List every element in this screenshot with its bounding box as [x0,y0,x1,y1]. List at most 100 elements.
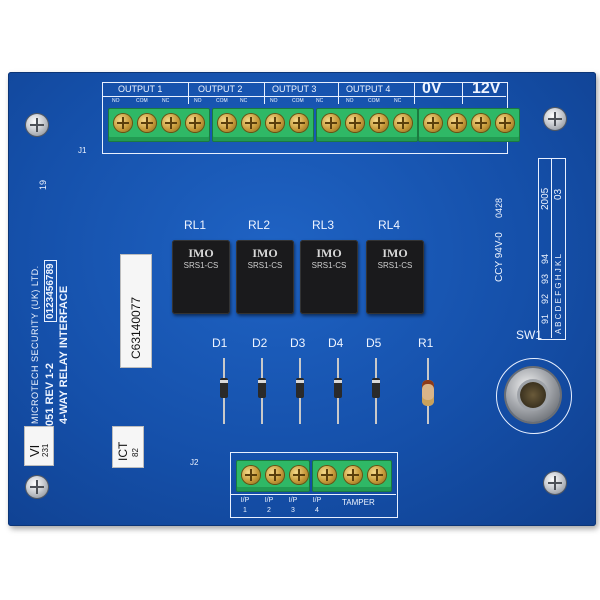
pin-label: NO [346,98,354,104]
tamper-label: TAMPER [342,498,375,507]
relay-brand: IMO [382,246,408,260]
relay-1: IMO SRS1-CS [172,240,230,314]
ccy-rating-text: CCY 94V-0 [494,232,505,282]
serial-sticker-text: C63140077 [129,296,143,359]
input-label-2: I/P 2 [264,497,274,514]
date-month: 03 [553,188,564,200]
board-function-text: 4-WAY RELAY INTERFACE [58,285,70,424]
terminal-screw[interactable] [290,114,308,132]
pin-label: NC [316,98,324,104]
diode-label-5: D5 [366,336,382,350]
output-4-label: OUTPUT 4 [346,84,391,94]
diode-label-2: D2 [252,336,268,350]
terminal-screw[interactable] [424,114,442,132]
output-1-label: OUTPUT 1 [118,84,163,94]
relay-4: IMO SRS1-CS [366,240,424,314]
output-3-label: OUTPUT 3 [272,84,317,94]
power-12v-label: 12V [472,80,501,97]
pin-label: NC [162,98,170,104]
diode-label-4: D4 [328,336,344,350]
manufacturer-text: MICROTECH SECURITY (UK) LTD. [30,265,40,424]
ict-label-text: ICT [116,441,130,461]
switch-plunger [520,382,546,408]
relay-model: SRS1-CS [311,261,347,271]
relay-brand: IMO [252,246,278,260]
vi-label-number: 231 [41,443,50,457]
mounting-screw-bottom-right [544,472,566,494]
terminal-screw[interactable] [472,114,490,132]
pin-label: COM [136,98,148,104]
terminal-screw[interactable] [322,114,340,132]
ict-label-number: 82 [131,448,140,457]
pin-label: COM [292,98,304,104]
mounting-screw-bottom-left [26,476,48,498]
terminal-screw[interactable] [242,466,260,484]
grid-number-91: 91 [540,313,550,324]
board-number-text: 19 [38,179,48,190]
grid-number-92: 92 [540,293,550,304]
switch-label: SW1 [516,328,543,342]
vi-label: VI 231 [24,426,54,466]
terminal-screw[interactable] [448,114,466,132]
relay-model: SRS1-CS [183,261,219,271]
relay-brand: IMO [188,246,214,260]
switch-outline [496,358,572,434]
terminal-screw[interactable] [266,114,284,132]
terminal-screw[interactable] [138,114,156,132]
date-grid-outline [538,158,566,340]
terminal-screw[interactable] [290,466,308,484]
board-digit-box: 0123456789 [44,260,57,322]
j2-label: J2 [190,458,199,467]
input-label-4: I/P 4 [312,497,322,514]
relay-label-1: RL1 [184,218,207,232]
diode-label-1: D1 [212,336,228,350]
circuit-board: OUTPUT 1 OUTPUT 2 OUTPUT 3 OUTPUT 4 0V 1… [8,72,596,526]
terminal-screw[interactable] [344,466,362,484]
terminal-screw[interactable] [496,114,514,132]
terminal-screw[interactable] [346,114,364,132]
serial-sticker: C63140077 [120,254,152,368]
relay-model: SRS1-CS [377,261,413,271]
terminal-screw[interactable] [370,114,388,132]
relay-label-3: RL3 [312,218,335,232]
terminal-screw[interactable] [394,114,412,132]
pin-label: NO [194,98,202,104]
power-0v-label: 0V [422,80,442,97]
tamper-switch[interactable] [506,368,560,422]
terminal-screw[interactable] [368,466,386,484]
terminal-screw[interactable] [162,114,180,132]
grid-number-93: 93 [540,273,550,284]
relay-brand: IMO [316,246,342,260]
pin-label: NO [270,98,278,104]
terminal-screw[interactable] [242,114,260,132]
pin-label: NC [240,98,248,104]
mounting-screw-top-left [26,114,48,136]
grid-number-94: 94 [540,253,550,264]
input-label-1: I/P 1 [240,497,250,514]
grid-letters: A B C D E F G H J K L [554,253,563,334]
terminal-screw[interactable] [114,114,132,132]
terminal-screw[interactable] [318,466,336,484]
mounting-screw-top-right [544,108,566,130]
pin-label: COM [216,98,228,104]
pin-label: NC [394,98,402,104]
resistor-label: R1 [418,336,434,350]
date-year: 2005 [540,187,551,210]
vi-label-text: VI [27,444,42,457]
bottom-connector-outline [230,452,398,518]
relay-label-4: RL4 [378,218,401,232]
terminal-screw[interactable] [186,114,204,132]
terminal-screw[interactable] [218,114,236,132]
relay-3: IMO SRS1-CS [300,240,358,314]
input-label-3: I/P 3 [288,497,298,514]
diode-label-3: D3 [290,336,306,350]
relay-2: IMO SRS1-CS [236,240,294,314]
terminal-screw[interactable] [266,466,284,484]
output-2-label: OUTPUT 2 [198,84,243,94]
relay-model: SRS1-CS [247,261,283,271]
j1-label: J1 [78,146,87,155]
relay-label-2: RL2 [248,218,271,232]
ict-label: ICT 82 [112,426,144,468]
ccy-code-text: 0428 [494,197,504,218]
pin-label: COM [368,98,380,104]
